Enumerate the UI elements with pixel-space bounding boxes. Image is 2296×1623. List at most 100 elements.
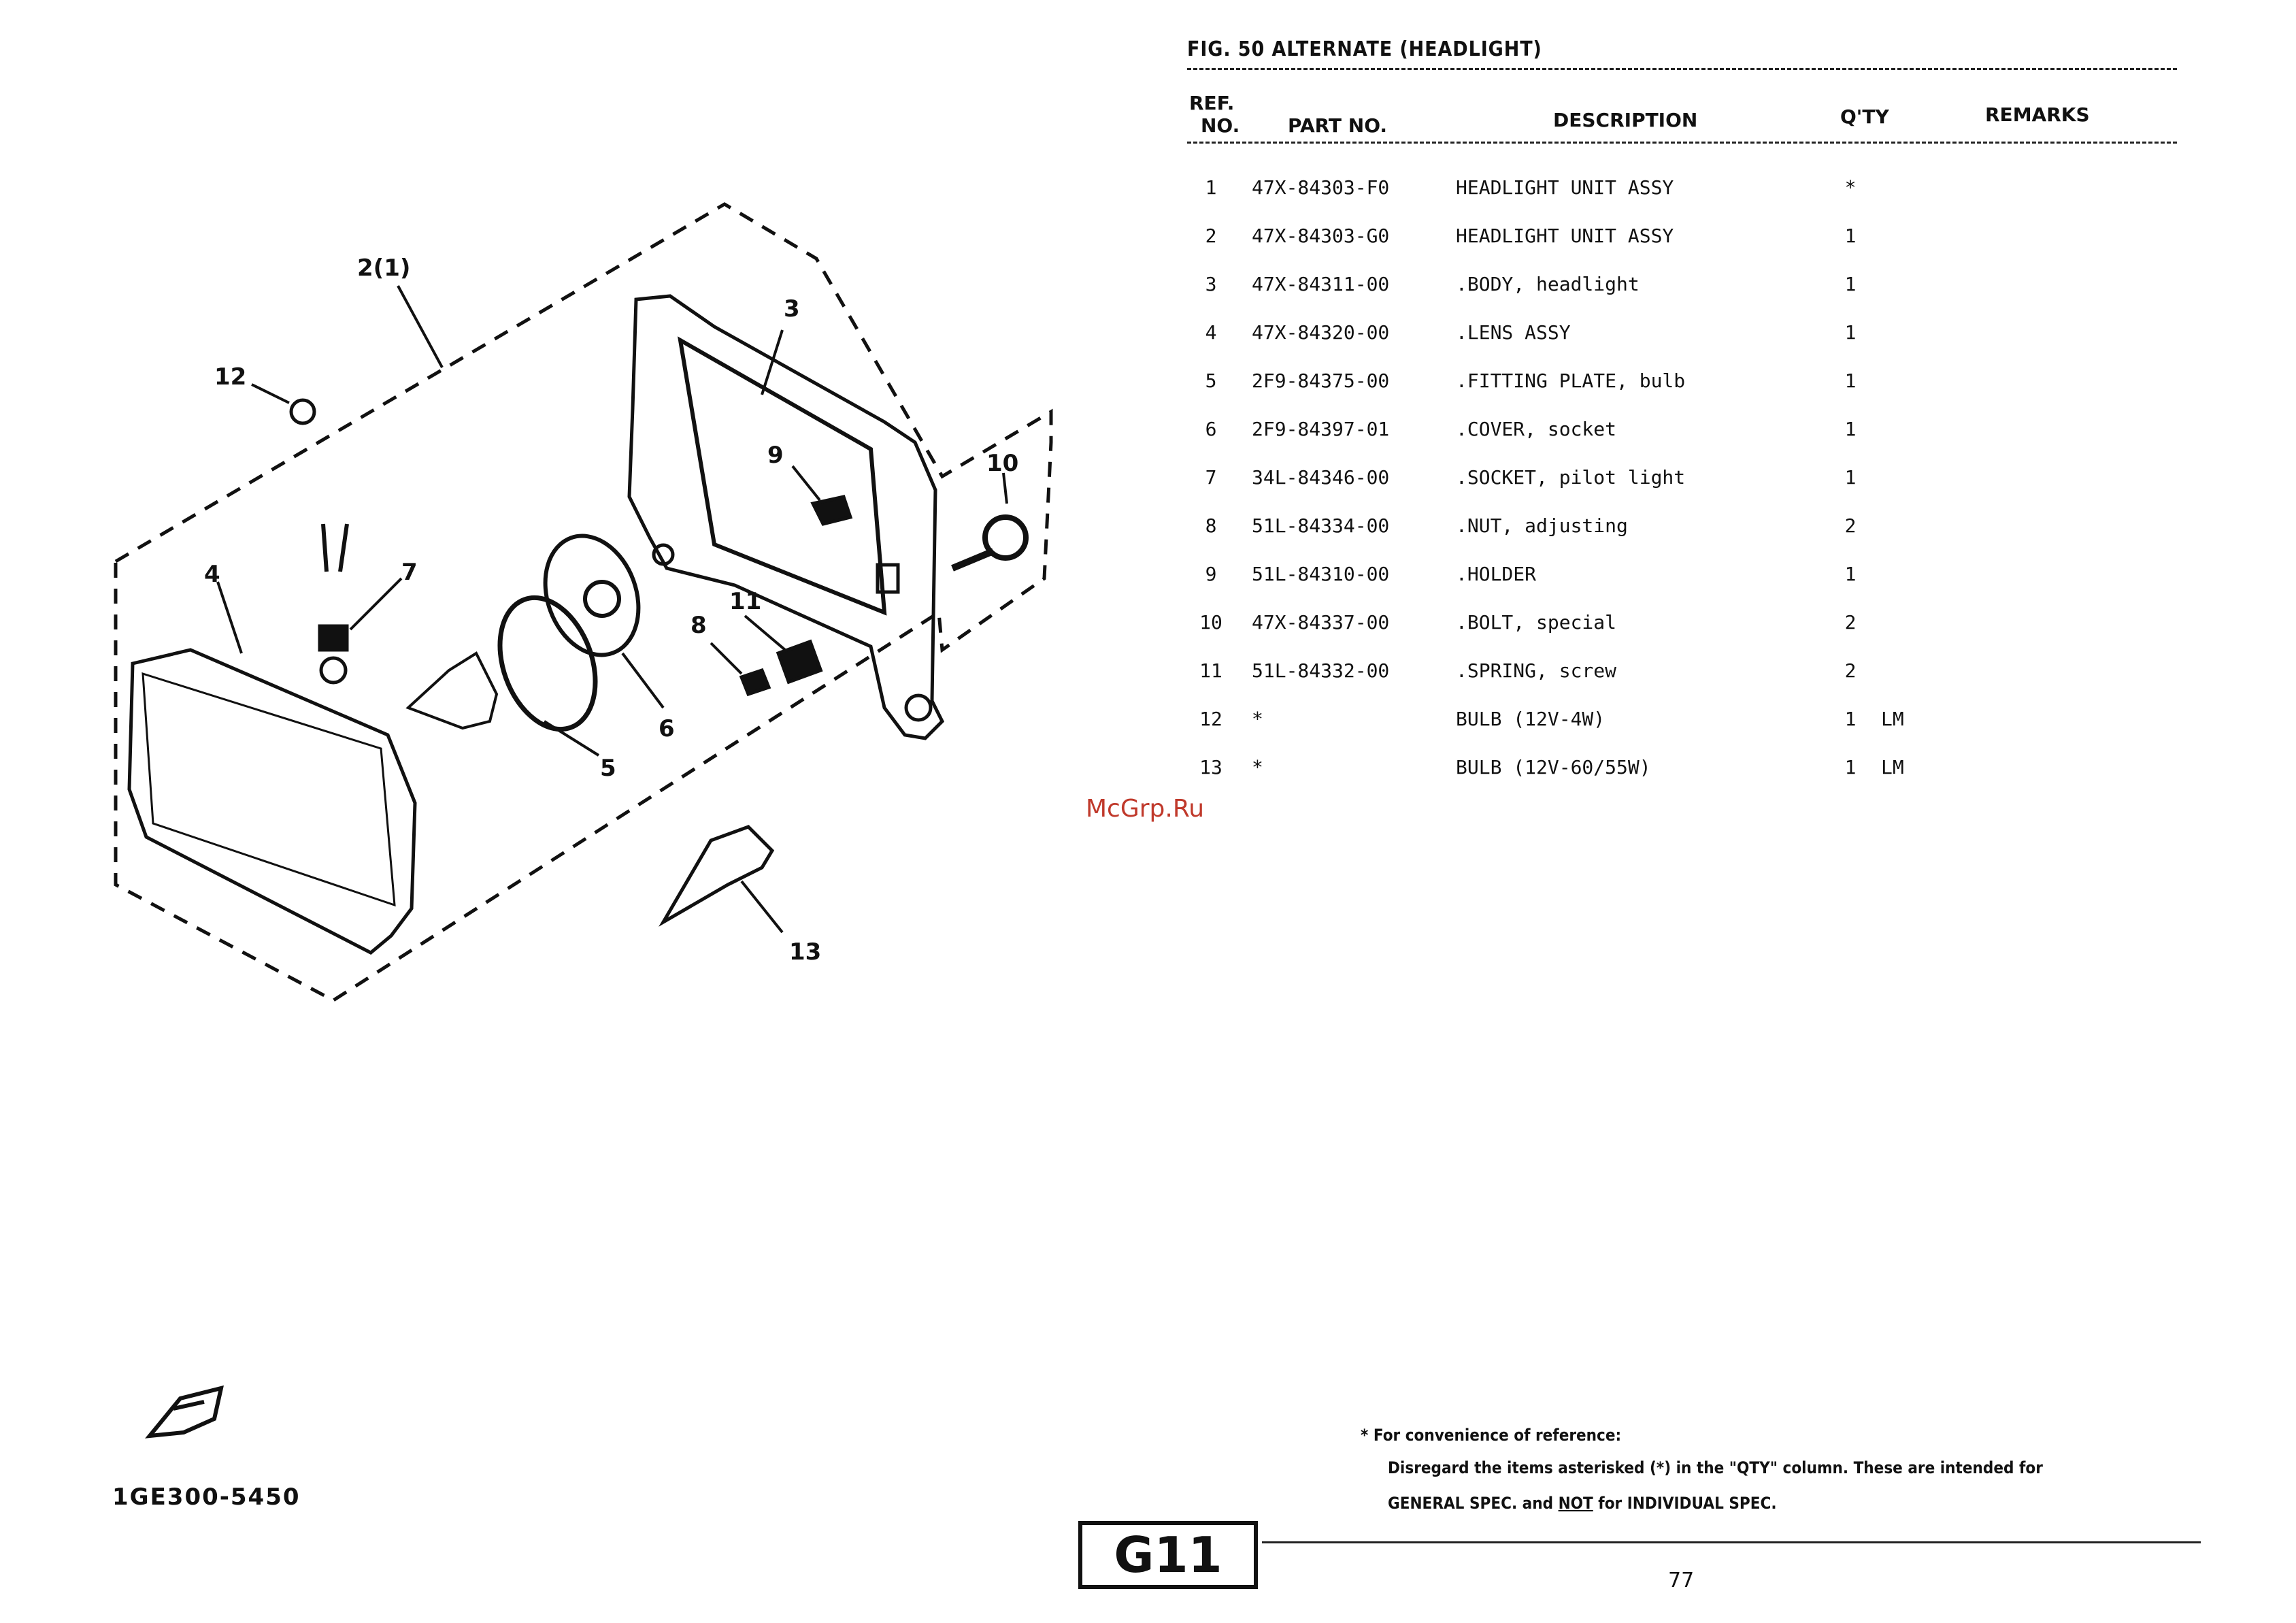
column-qty: Q'TY [1840, 105, 1889, 128]
remarks-cell: LM [1881, 708, 1904, 730]
bulb-13-part [659, 825, 775, 927]
part-no-cell: 47X-84337-00 [1252, 611, 1390, 634]
ref-cell: 8 [1205, 514, 1217, 537]
ref-cell: 5 [1205, 370, 1217, 392]
qty-cell: 1 [1844, 418, 1857, 440]
part-no-cell: * [1252, 708, 1263, 730]
socket-cover-part [543, 534, 641, 657]
lens-part [127, 648, 417, 955]
column-part-no: PART NO. [1288, 114, 1388, 137]
ref-cell: 13 [1199, 756, 1222, 778]
leader-4 [216, 581, 243, 654]
ref-cell: 3 [1205, 273, 1217, 295]
section-label: G11 [1078, 1521, 1258, 1589]
description-cell: .SPRING, screw [1456, 659, 1617, 682]
qty-cell: 2 [1844, 659, 1857, 682]
assembly-outline [114, 202, 1053, 1002]
description-cell: BULB (12V-60/55W) [1456, 756, 1651, 778]
qty-cell: 1 [1844, 370, 1857, 392]
description-cell: HEADLIGHT UNIT ASSY [1456, 225, 1674, 247]
qty-cell: 1 [1844, 708, 1857, 730]
section-rule [1262, 1541, 2201, 1543]
remarks-cell [1874, 550, 1963, 598]
part-no-cell: 51L-84310-00 [1252, 563, 1390, 585]
ref-cell: 12 [1199, 708, 1222, 730]
qty-cell: 1 [1844, 466, 1857, 489]
table-row: 10 47X-84337-00 .BOLT, special 2 [1187, 598, 1963, 646]
spring-part [776, 639, 823, 685]
remarks-cell [1874, 405, 1963, 453]
callout-8: 8 [691, 612, 707, 639]
callout-2: 2(1) [357, 255, 410, 282]
qty-cell: 1 [1844, 756, 1857, 778]
remarks-cell [1874, 646, 1963, 695]
callout-12: 12 [214, 363, 246, 391]
description-cell: .BOLT, special [1456, 611, 1617, 634]
part-no-cell: 47X-84303-F0 [1252, 176, 1390, 199]
page-number: 77 [1668, 1569, 1695, 1592]
remarks-cell [1874, 163, 1963, 212]
ref-cell: 9 [1205, 563, 1217, 585]
leader-6 [621, 652, 665, 709]
holder-part [810, 495, 853, 526]
part-no-cell: 47X-84320-00 [1252, 321, 1390, 344]
qty-cell: 2 [1844, 611, 1857, 634]
description-cell: BULB (12V-4W) [1456, 708, 1605, 730]
leader-2 [397, 285, 444, 368]
footnote-line3-end: for INDIVIDUAL SPEC. [1593, 1494, 1777, 1513]
figure-title: FIG. 50 ALTERNATE (HEADLIGHT) [1187, 37, 1542, 61]
remarks-cell [1874, 453, 1963, 502]
part-no-cell: 2F9-84397-01 [1252, 418, 1390, 440]
remarks-cell [1874, 308, 1963, 357]
bolt-part [982, 514, 1029, 561]
callout-11: 11 [729, 588, 761, 615]
part-no-cell: 47X-84311-00 [1252, 273, 1390, 295]
part-no-cell: 47X-84303-G0 [1252, 225, 1390, 247]
ref-cell: 10 [1199, 611, 1222, 634]
description-cell: .LENS ASSY [1456, 321, 1571, 344]
table-row: 3 47X-84311-00 .BODY, headlight 1 [1187, 260, 1963, 308]
column-description: DESCRIPTION [1553, 109, 1698, 131]
leader-7 [349, 577, 403, 631]
footnote-line3-start: GENERAL SPEC. and [1388, 1494, 1559, 1513]
callout-3: 3 [784, 295, 800, 323]
qty-cell: 1 [1844, 321, 1857, 344]
callout-9: 9 [767, 442, 784, 469]
qty-cell: 2 [1844, 514, 1857, 537]
description-cell: .HOLDER [1456, 563, 1537, 585]
part-no-cell: 51L-84332-00 [1252, 659, 1390, 682]
remarks-cell: LM [1881, 756, 1904, 778]
ref-cell: 11 [1199, 659, 1222, 682]
table-row: 12 * BULB (12V-4W) 1 LM [1187, 695, 1963, 743]
nut-part [739, 668, 771, 697]
leader-10 [1002, 472, 1008, 504]
direction-arrow-icon [145, 1385, 224, 1439]
footnote-not: NOT [1558, 1494, 1593, 1513]
table-row: 6 2F9-84397-01 .COVER, socket 1 [1187, 405, 1963, 453]
column-remarks: REMARKS [1985, 103, 2090, 126]
description-cell: .FITTING PLATE, bulb [1456, 370, 1686, 392]
remarks-cell [1874, 502, 1963, 550]
remarks-cell [1874, 212, 1963, 260]
callout-13: 13 [789, 938, 821, 966]
description-cell: .SOCKET, pilot light [1456, 466, 1686, 489]
part-no-cell: 34L-84346-00 [1252, 466, 1390, 489]
description-cell: .COVER, socket [1456, 418, 1617, 440]
leader-3 [761, 329, 784, 395]
ref-cell: 6 [1205, 418, 1217, 440]
fitting-plate-part [497, 595, 598, 732]
remarks-cell [1874, 598, 1963, 646]
column-ref-line1: REF. [1189, 92, 1235, 114]
qty-cell: 1 [1844, 273, 1857, 295]
header-rule-bottom [1187, 142, 2177, 144]
description-cell: .BODY, headlight [1456, 273, 1640, 295]
